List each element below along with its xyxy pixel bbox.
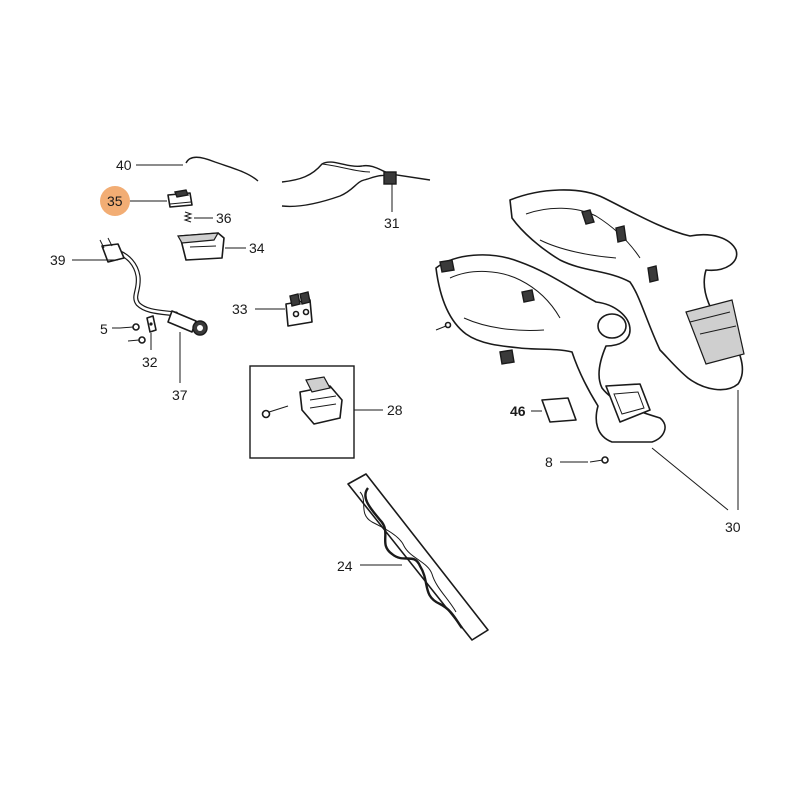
part-46-label — [541, 397, 577, 423]
part-34-trigger — [177, 232, 225, 261]
callout-28: 28 — [387, 402, 403, 418]
part-31-cable — [281, 161, 431, 208]
callout-30: 30 — [725, 519, 741, 535]
highlight-35-badge — [100, 186, 130, 216]
part-40-wire — [185, 156, 259, 182]
part-33-terminal-block — [285, 291, 313, 327]
part-5-screws — [119, 323, 146, 344]
callout-34: 34 — [249, 240, 265, 256]
callout-46: 46 — [510, 403, 526, 419]
part-30-housing-front — [435, 254, 666, 443]
callout-8: 8 — [545, 454, 553, 470]
part-32-cord-clamp — [146, 315, 157, 333]
callout-39: 39 — [50, 252, 66, 268]
callout-36: 36 — [216, 210, 232, 226]
callout-24: 24 — [337, 558, 353, 574]
part-39-power-cord — [99, 237, 179, 317]
part-35-switch — [167, 189, 193, 208]
housing-screw-icon — [435, 321, 452, 331]
callout-40: 40 — [116, 157, 132, 173]
callout-31: 31 — [384, 215, 400, 231]
part-24-strip — [347, 473, 489, 641]
callout-37: 37 — [172, 387, 188, 403]
part-30-housing-rear — [509, 189, 745, 391]
part-8-screw — [589, 456, 609, 464]
leader-30-front — [651, 447, 729, 511]
callout-33: 33 — [232, 301, 248, 317]
callout-35: 35 — [107, 193, 123, 209]
callout-32: 32 — [142, 354, 158, 370]
callout-5: 5 — [100, 321, 108, 337]
part-37-strain-relief — [167, 310, 208, 336]
part-28-brush-assembly — [249, 365, 355, 459]
part-36-spring — [183, 211, 193, 223]
part-31-connector — [383, 171, 397, 185]
